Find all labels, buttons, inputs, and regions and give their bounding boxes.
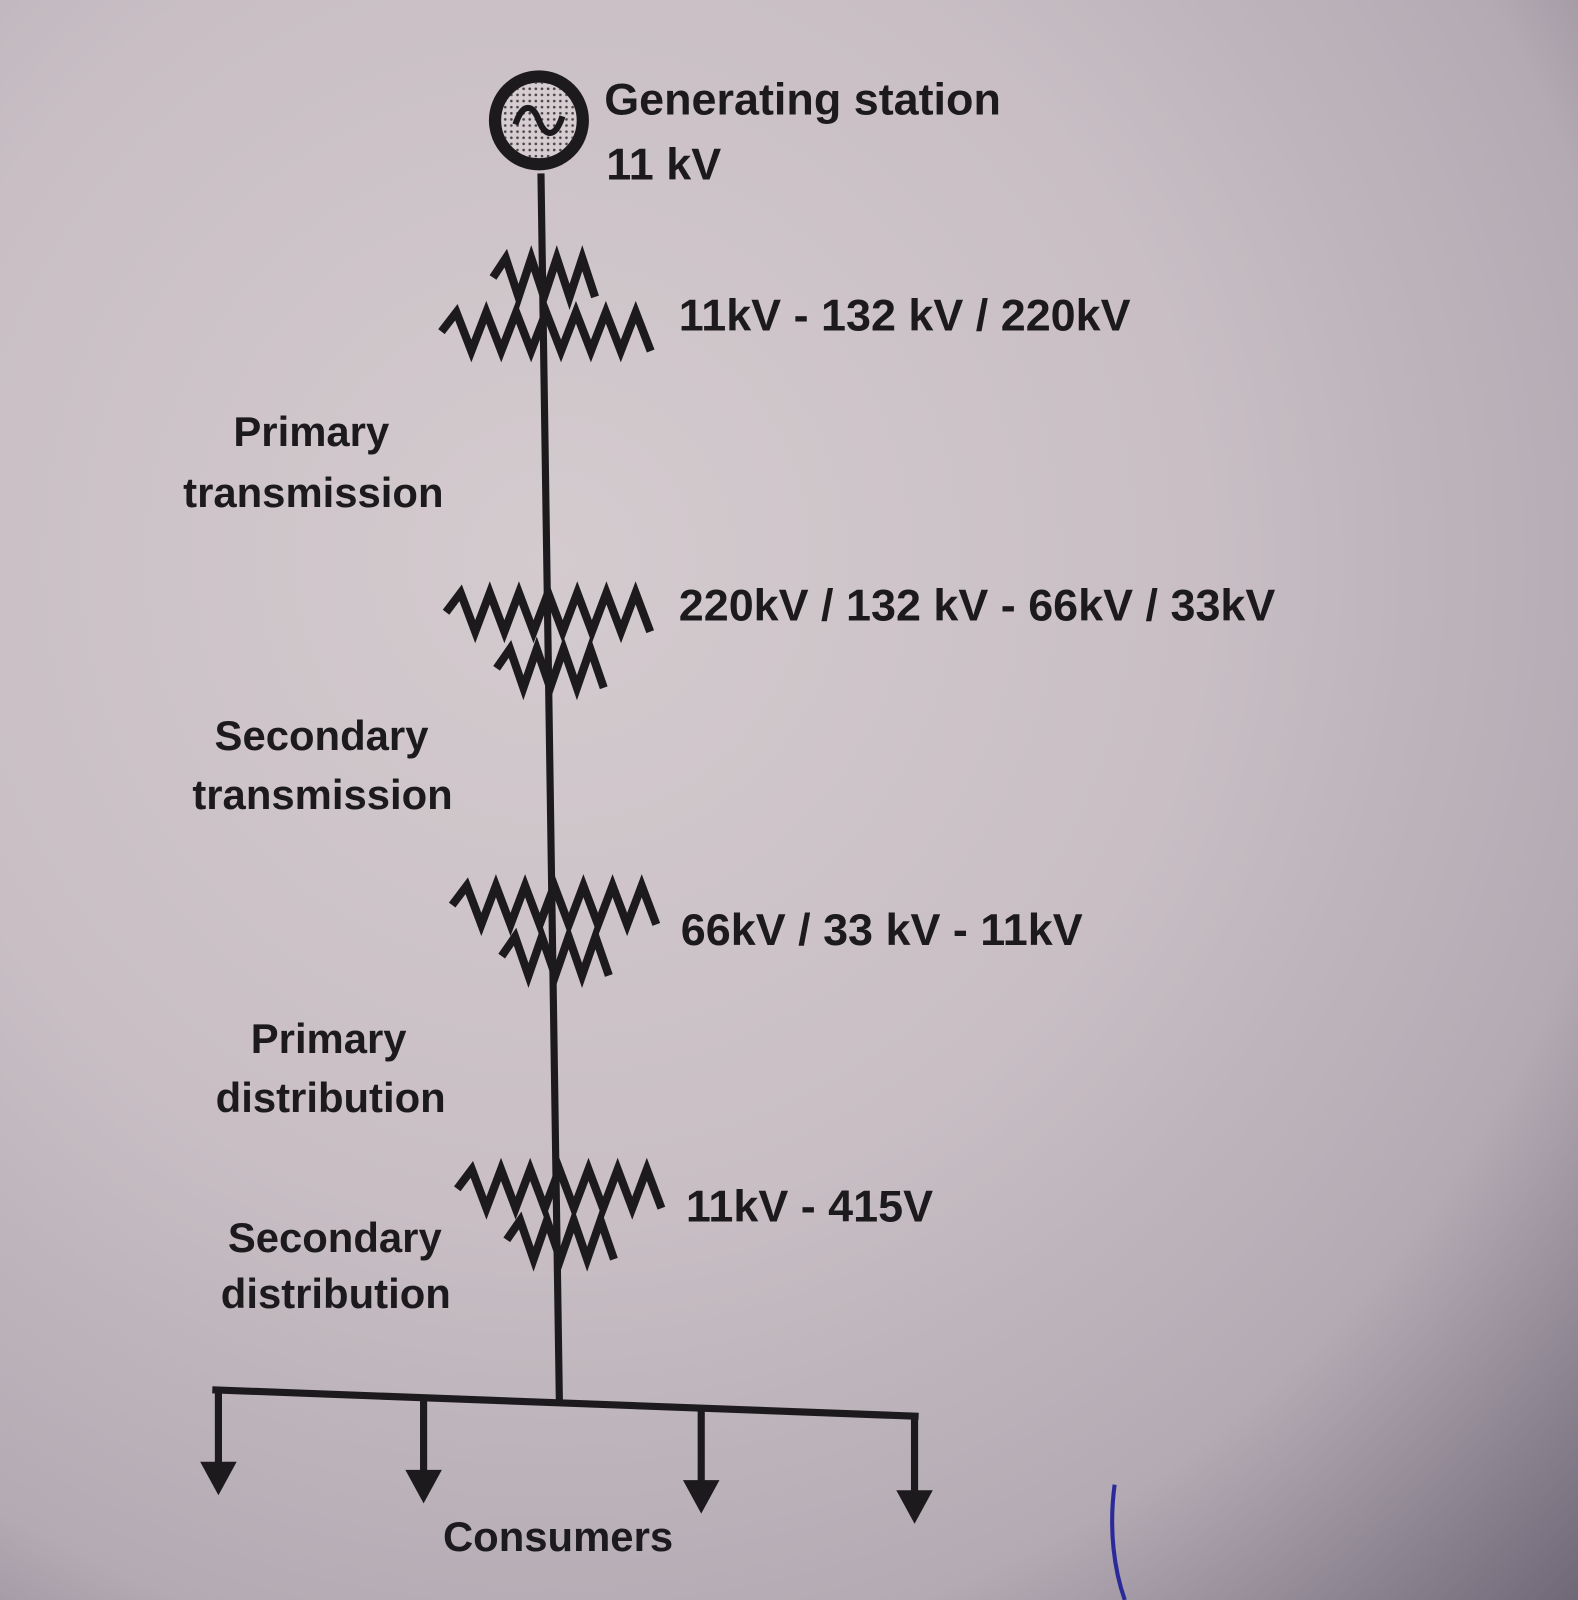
generator-voltage: 11 kV — [606, 139, 721, 190]
section-primary-transmission: Primary transmission — [183, 408, 443, 516]
transformer-1-secondary-coil-icon — [438, 300, 655, 363]
consumers-label: Consumers — [443, 1513, 673, 1560]
generator-icon — [488, 70, 589, 171]
svg-text:Secondary: Secondary — [215, 712, 430, 759]
transformer-1-primary-coil-icon — [489, 245, 599, 311]
svg-text:Primary: Primary — [233, 408, 390, 455]
svg-text:Secondary: Secondary — [228, 1214, 443, 1261]
section-secondary-transmission: Secondary transmission — [192, 712, 452, 818]
section-secondary-distribution: Secondary distribution — [221, 1214, 451, 1317]
consumer-bus — [200, 1386, 933, 1524]
transformer-2-primary-coil-icon — [442, 581, 655, 644]
transformer-1-label: 11kV - 132 kV / 220kV — [679, 290, 1131, 341]
main-line — [537, 173, 563, 1401]
transformer-4-label: 11kV - 415V — [686, 1180, 933, 1231]
transformer-3-label: 66kV / 33 kV - 11kV — [681, 904, 1083, 955]
transformer-4-primary-coil-icon — [454, 1157, 666, 1220]
svg-text:distribution: distribution — [216, 1074, 446, 1121]
svg-text:Primary: Primary — [251, 1015, 408, 1062]
generator-label: Generating station — [604, 73, 1001, 124]
transformer-2-secondary-coil-icon — [493, 636, 608, 701]
section-primary-distribution: Primary distribution — [216, 1015, 446, 1121]
svg-text:transmission: transmission — [183, 469, 443, 516]
transformer-3-primary-coil-icon — [448, 874, 661, 937]
pen-mark — [1110, 1484, 1127, 1600]
transformer-3-secondary-coil-icon — [498, 924, 613, 989]
svg-text:transmission: transmission — [192, 771, 452, 818]
transformer-4-secondary-coil-icon — [503, 1207, 618, 1272]
transformer-2-label: 220kV / 132 kV - 66kV / 33kV — [679, 579, 1276, 630]
svg-text:distribution: distribution — [221, 1270, 451, 1317]
